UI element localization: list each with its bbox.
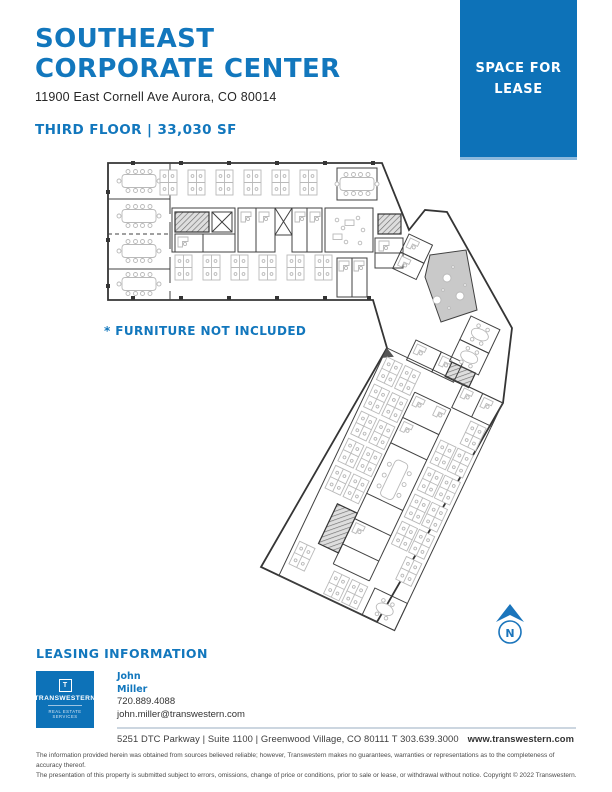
connector-rooms-south — [405, 339, 464, 383]
private-offices-south — [336, 257, 368, 298]
connector-rooms-northwest — [392, 233, 434, 281]
header: SOUTHEAST CORPORATE CENTER 11900 East Co… — [35, 24, 341, 104]
property-address: 11900 East Cornell Ave Aurora, CO 80014 — [35, 90, 277, 104]
leasing-heading: LEASING INFORMATION — [36, 646, 208, 661]
structural-columns — [106, 161, 375, 300]
office-row-center — [237, 207, 323, 253]
atrium-lobby — [424, 249, 478, 323]
footer-address-line: 5251 DTC Parkway | Suite 1100 | Greenwoo… — [117, 733, 597, 744]
page-title-line2: CORPORATE CENTER — [35, 54, 341, 84]
contact-last-name: Miller — [117, 683, 148, 695]
contact-first-name: John — [117, 671, 141, 682]
transwestern-logo: T TRANSWESTERN REAL ESTATE SERVICES — [34, 671, 96, 728]
floor-info: THIRD FLOOR | 33,030 SF — [35, 122, 237, 138]
logo-divider — [48, 705, 82, 707]
footer-divider — [117, 727, 576, 729]
compass-letter: N — [505, 627, 514, 640]
core-west — [171, 207, 236, 253]
disclaimer-line1: The information provided herein was obta… — [36, 752, 555, 769]
furniture-note: * FURNITURE NOT INCLUDED — [104, 324, 307, 338]
office-address-text: 5251 DTC Parkway | Suite 1100 | Greenwoo… — [117, 733, 459, 744]
space-for-lease-badge: SPACE FOR LEASE — [460, 0, 577, 160]
contact-phone: 720.889.4088 — [117, 696, 176, 707]
logo-t-icon: T — [58, 679, 72, 693]
logo-tagline-line2: SERVICES — [52, 714, 78, 720]
logo-tagline-line1: REAL ESTATE — [48, 708, 82, 714]
conference-room-northeast — [334, 167, 380, 201]
contact-email-link[interactable]: john.miller@transwestern.com — [117, 708, 245, 720]
website-link[interactable]: www.transwestern.com — [467, 733, 575, 744]
page-title-line1: SOUTHEAST — [35, 24, 215, 54]
south-wing — [278, 347, 504, 632]
floor-plan: N — [106, 161, 524, 644]
logo-name: TRANSWESTERN — [34, 695, 96, 703]
north-compass-icon: N — [496, 604, 524, 644]
leasing-contact: John Miller 720.889.4088 john.miller@tra… — [117, 671, 245, 721]
east-conference-rooms — [448, 315, 501, 376]
disclaimer-line2: The presentation of this property is sub… — [36, 772, 577, 779]
training-room — [324, 207, 374, 253]
disclaimer: The information provided herein was obta… — [36, 751, 581, 781]
